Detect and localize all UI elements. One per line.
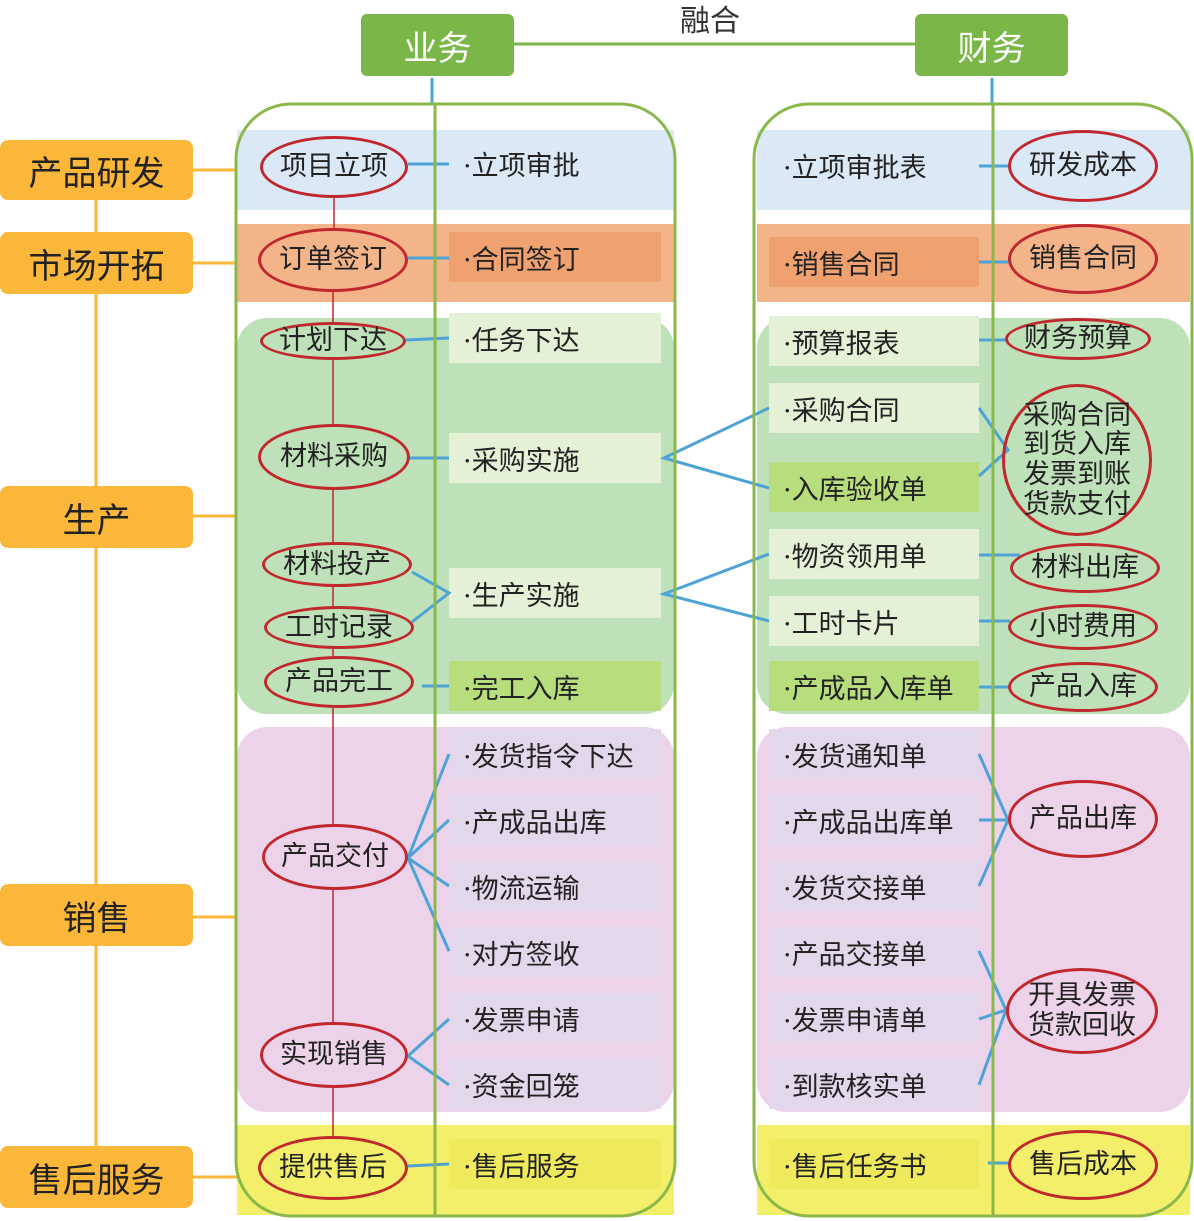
finance-node-invoice: 开具发票 货款回收 xyxy=(1006,968,1158,1054)
business-node: 实现销售 xyxy=(260,1022,408,1088)
document-box: ·预算报表 xyxy=(769,316,979,366)
finance-node: 材料出库 xyxy=(1010,543,1160,593)
document-box: ·产品交接单 xyxy=(769,927,979,977)
activity-box: ·任务下达 xyxy=(449,313,661,363)
document-box: ·采购合同 xyxy=(769,383,979,433)
fusion-label: 融合 xyxy=(680,4,740,39)
invoice-line: 开具发票 xyxy=(1028,980,1136,1012)
activity-box: ·对方签收 xyxy=(449,927,661,977)
business-node: 项目立项 xyxy=(260,136,408,198)
finance-node-purchase: 采购合同 到货入库 发票到账 货款支付 xyxy=(1002,384,1152,536)
document-box: ·销售合同 xyxy=(769,237,979,287)
activity-box: ·合同签订 xyxy=(449,232,661,282)
finance-node: 研发成本 xyxy=(1008,130,1158,202)
document-box: ·售后任务书 xyxy=(769,1139,979,1189)
activity-box: ·发货指令下达 xyxy=(449,729,661,779)
purchase-line: 到货入库 xyxy=(1023,429,1131,461)
business-node: 提供售后 xyxy=(258,1136,408,1200)
activity-box: ·立项审批 xyxy=(449,138,661,188)
business-node: 材料采购 xyxy=(258,424,410,490)
stage-rd: 产品研发 xyxy=(0,140,193,200)
finance-node: 产品出库 xyxy=(1008,780,1158,858)
finance-node: 小时费用 xyxy=(1008,604,1158,650)
stage-market: 市场开拓 xyxy=(0,232,193,294)
purchase-line: 采购合同 xyxy=(1023,399,1131,431)
stage-sales: 销售 xyxy=(0,884,193,946)
activity-box: ·发票申请 xyxy=(449,993,661,1043)
stage-production: 生产 xyxy=(0,486,193,548)
business-header: 业务 xyxy=(361,14,514,76)
activity-box: ·采购实施 xyxy=(449,433,661,483)
finance-node: 财务预算 xyxy=(1005,318,1151,360)
purchase-line: 货款支付 xyxy=(1023,488,1131,520)
stage-after-sales: 售后服务 xyxy=(0,1146,193,1208)
finance-node: 产品入库 xyxy=(1008,662,1158,712)
purchase-line: 发票到账 xyxy=(1023,459,1131,490)
activity-box: ·产成品出库 xyxy=(449,795,661,845)
finance-node: 销售合同 xyxy=(1008,224,1158,294)
business-node: 产品完工 xyxy=(264,656,414,708)
document-box: ·立项审批表 xyxy=(769,140,979,190)
business-node: 材料投产 xyxy=(262,542,412,587)
finance-node: 售后成本 xyxy=(1008,1130,1158,1200)
business-node: 订单签订 xyxy=(258,228,408,292)
invoice-line: 货款回收 xyxy=(1028,1010,1136,1041)
business-node: 工时记录 xyxy=(264,606,414,649)
band-production xyxy=(237,318,674,714)
document-box: ·到款核实单 xyxy=(769,1059,979,1109)
document-box: ·入库验收单 xyxy=(769,462,979,512)
activity-box: ·物流运输 xyxy=(449,861,661,911)
activity-box: ·生产实施 xyxy=(449,568,661,618)
document-box: ·产成品出库单 xyxy=(769,795,979,845)
activity-box: ·完工入库 xyxy=(449,661,661,711)
document-box: ·物资领用单 xyxy=(769,529,979,579)
business-node: 产品交付 xyxy=(262,824,408,890)
business-node: 计划下达 xyxy=(260,322,406,360)
document-box: ·发货通知单 xyxy=(769,729,979,779)
activity-box: ·售后服务 xyxy=(449,1139,661,1189)
document-box: ·发货交接单 xyxy=(769,861,979,911)
activity-box: ·资金回笼 xyxy=(449,1059,661,1109)
finance-header: 财务 xyxy=(915,14,1068,76)
document-box: ·发票申请单 xyxy=(769,993,979,1043)
document-box: ·产成品入库单 xyxy=(769,661,979,711)
document-box: ·工时卡片 xyxy=(769,596,979,646)
